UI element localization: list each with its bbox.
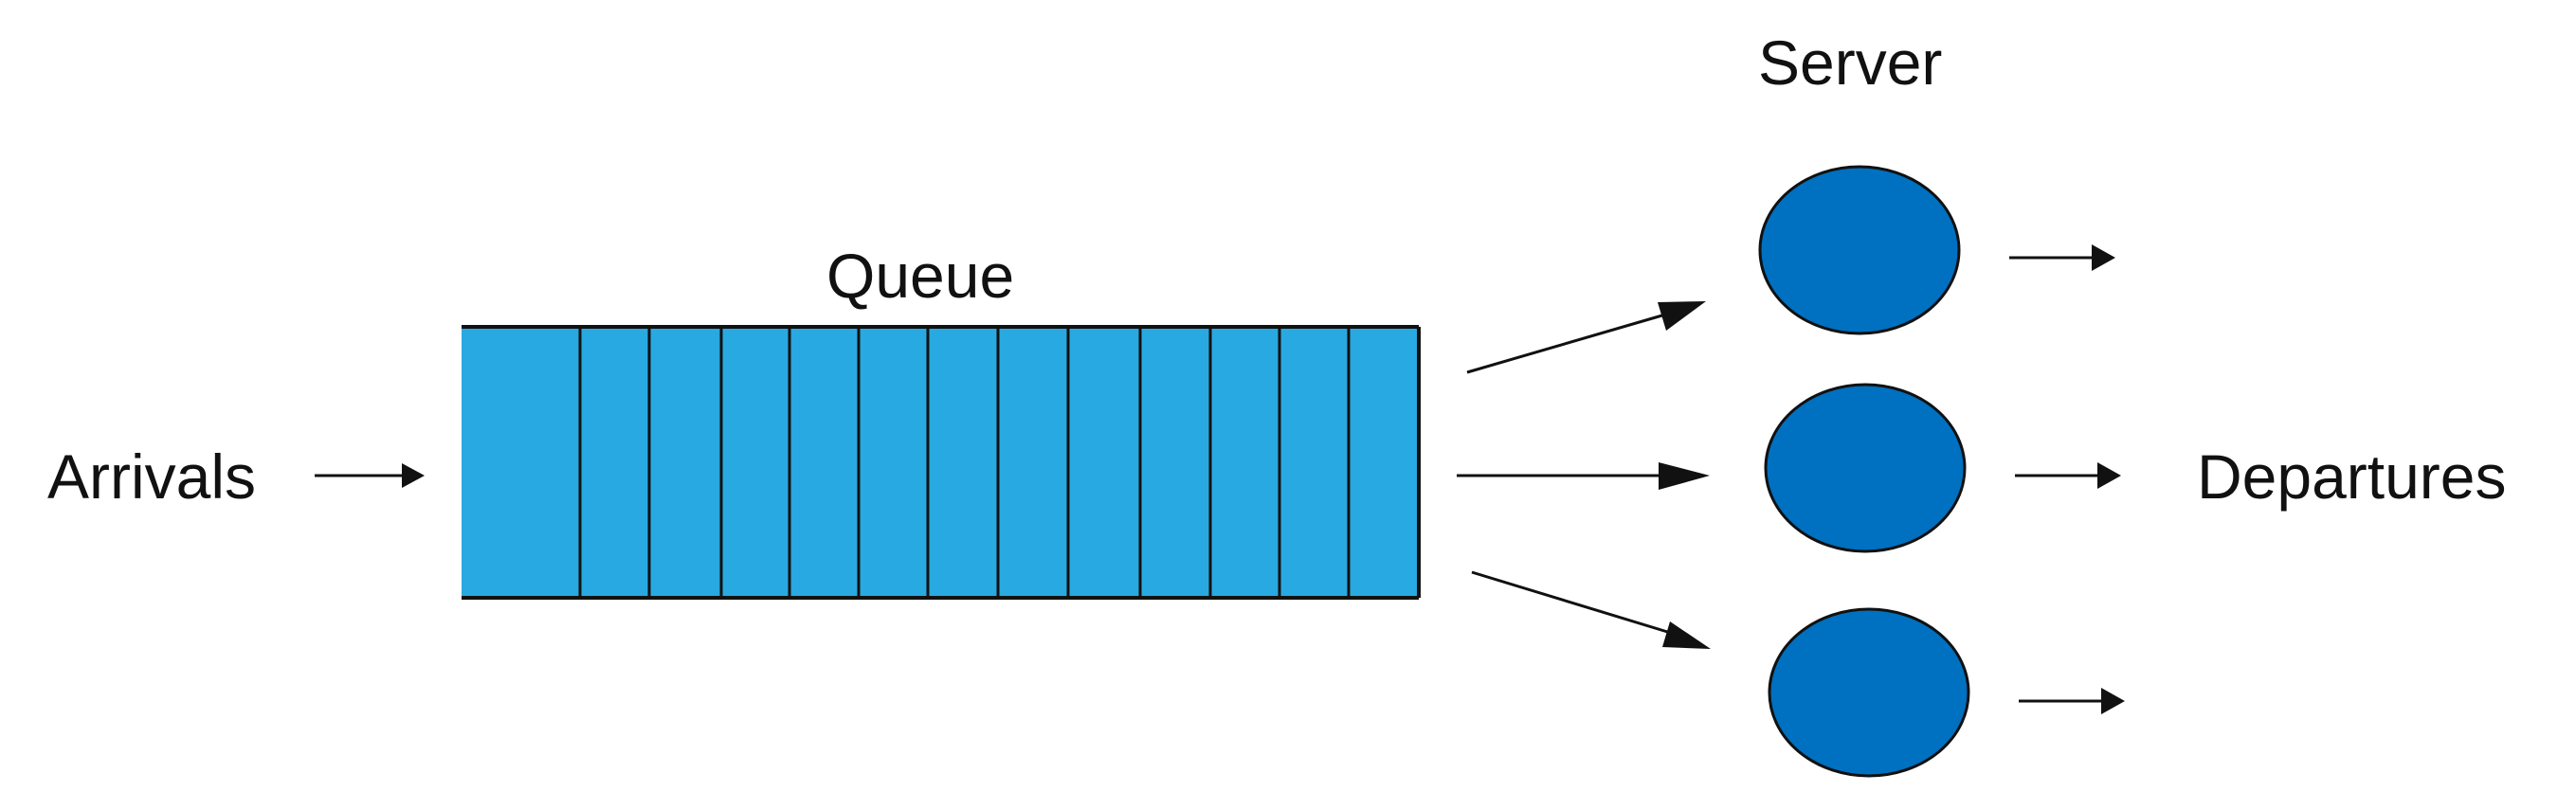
server-2 [1764,383,1967,553]
arrival-arrow [315,463,425,488]
queue-buffer [462,325,1421,600]
server-label: Server [1758,27,1942,98]
departure-arrow-1 [2009,244,2115,271]
departure-arrow-2 [2015,462,2121,489]
arrivals-label: Arrivals [47,441,256,512]
departures-label: Departures [2197,441,2507,512]
server-1 [1758,165,1961,335]
queue-body [462,327,1419,598]
queue-label: Queue [826,241,1014,311]
departure-arrow-3 [2019,688,2125,714]
route-arrow-middle [1457,462,1710,490]
queue-slot-dividers [578,327,1351,598]
server-3 [1768,607,1970,778]
route-arrow-bottom [1471,570,1711,649]
route-arrow-top [1466,301,1706,374]
